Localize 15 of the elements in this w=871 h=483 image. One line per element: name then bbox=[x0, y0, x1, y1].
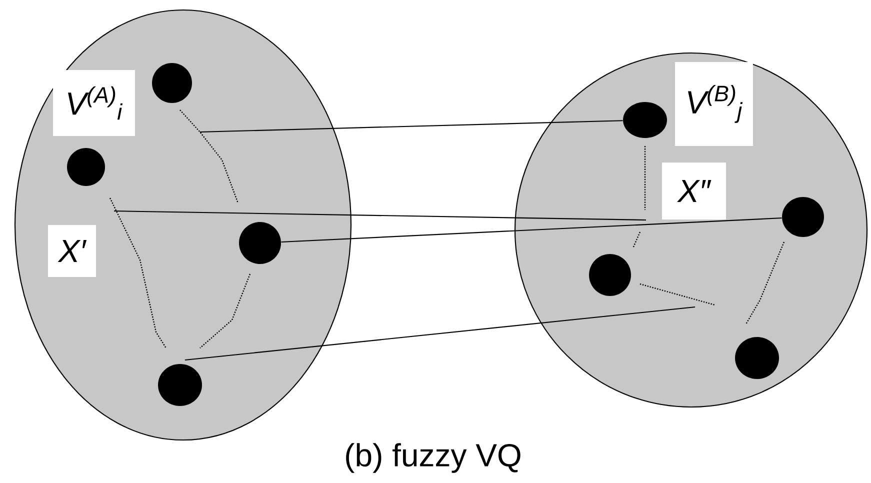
dot bbox=[623, 102, 667, 138]
variable-label: V$^{(A)}$i bbox=[53, 70, 135, 136]
dot bbox=[589, 254, 631, 296]
caption: (b) fuzzy VQ bbox=[346, 443, 520, 473]
dot bbox=[782, 197, 824, 237]
connection-line bbox=[200, 120, 623, 133]
dot bbox=[158, 364, 202, 406]
variable-label: X″ bbox=[662, 162, 726, 220]
dot bbox=[67, 148, 105, 186]
dot bbox=[152, 63, 192, 103]
connection-line bbox=[281, 217, 782, 243]
variable-label: V$^{(B)}$j bbox=[675, 62, 753, 146]
variable-label: X′ bbox=[48, 225, 96, 277]
dot bbox=[735, 337, 779, 379]
dot bbox=[239, 222, 281, 264]
